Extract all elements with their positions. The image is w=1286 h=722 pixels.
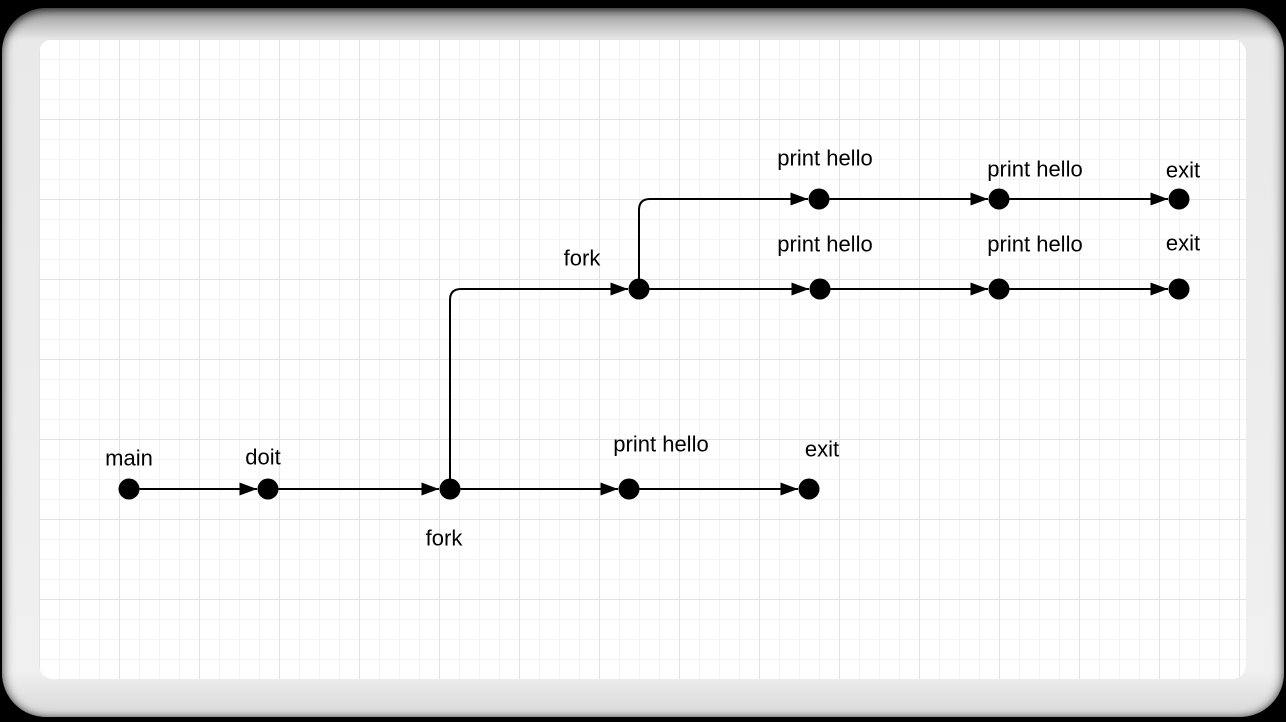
node-label: fork	[564, 246, 602, 271]
process-node-doit[interactable]	[257, 478, 279, 500]
fork-branch-arrow-fork-to-fork[interactable]	[449, 282, 628, 489]
process-node-exit[interactable]	[1168, 278, 1190, 300]
node-label: exit	[1166, 231, 1200, 256]
node-label: print hello	[987, 232, 1082, 257]
process-node-print-hello[interactable]	[988, 278, 1010, 300]
node-label: exit	[805, 437, 839, 462]
node-label: fork	[426, 526, 464, 551]
process-node-print-hello[interactable]	[988, 188, 1010, 210]
process-node-exit[interactable]	[798, 478, 820, 500]
whiteboard-grid-canvas[interactable]	[39, 39, 1246, 679]
fork-branch-arrow-fork-to-print-hello[interactable]	[638, 192, 808, 289]
node-label: print hello	[777, 232, 872, 257]
process-node-main[interactable]	[118, 478, 140, 500]
node-label: main	[105, 446, 153, 471]
node-label: exit	[1166, 158, 1200, 183]
node-label: print hello	[987, 157, 1082, 182]
process-node-print-hello[interactable]	[618, 478, 640, 500]
node-label: doit	[245, 445, 280, 470]
process-node-exit[interactable]	[1168, 188, 1190, 210]
process-node-print-hello[interactable]	[809, 278, 831, 300]
node-label: print hello	[613, 432, 708, 457]
node-label: print hello	[777, 146, 872, 171]
process-node-fork[interactable]	[439, 478, 461, 500]
process-node-fork[interactable]	[628, 278, 650, 300]
process-node-print-hello[interactable]	[808, 188, 830, 210]
